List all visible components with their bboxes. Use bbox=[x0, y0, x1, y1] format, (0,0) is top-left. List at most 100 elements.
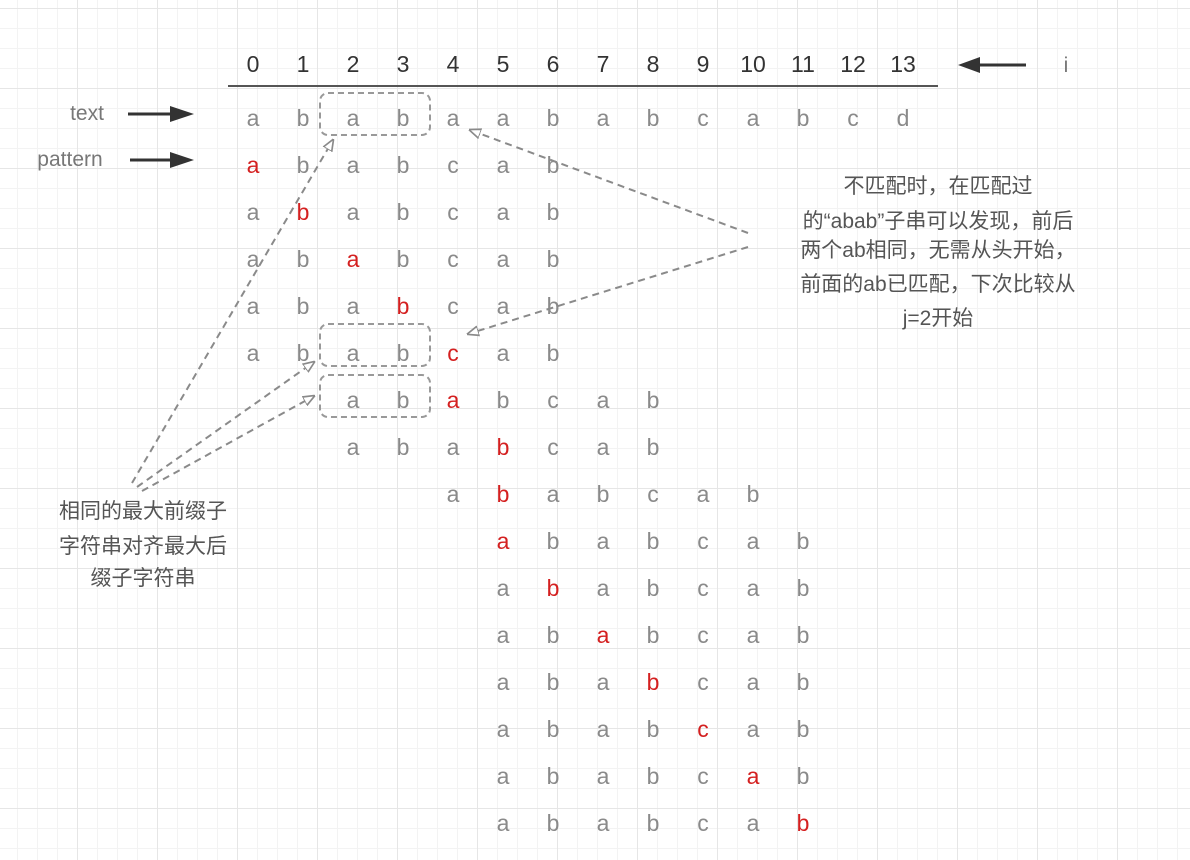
index-12: 12 bbox=[840, 51, 866, 77]
left-note: 相同的最大前缀子 字符串对齐最大后 缀子字符串 bbox=[59, 500, 227, 590]
index-6: 6 bbox=[547, 51, 560, 77]
pattern-char: a bbox=[247, 246, 260, 272]
pattern-char: c bbox=[547, 387, 559, 413]
index-13: 13 bbox=[890, 51, 916, 77]
left-arrow-2 bbox=[136, 362, 314, 488]
pattern-char: a bbox=[447, 481, 460, 507]
pattern-char: a bbox=[747, 622, 760, 648]
pattern-char: b bbox=[397, 387, 410, 413]
index-1: 1 bbox=[297, 51, 310, 77]
pattern-char: c bbox=[697, 669, 709, 695]
pattern-char: c bbox=[447, 293, 459, 319]
pattern-char-compared: b bbox=[397, 293, 410, 319]
left-note-line-1: 相同的最大前缀子 bbox=[59, 500, 227, 523]
right-note-line-1: 不匹配时，在匹配过 bbox=[844, 175, 1033, 198]
pattern-char-compared: b bbox=[547, 575, 560, 601]
left-arrow-3 bbox=[141, 396, 314, 492]
pattern-char: a bbox=[497, 669, 510, 695]
pattern-char: b bbox=[497, 387, 510, 413]
pattern-char: a bbox=[497, 152, 510, 178]
pattern-char: a bbox=[747, 810, 760, 836]
pattern-char: b bbox=[647, 387, 660, 413]
pattern-char: a bbox=[497, 763, 510, 789]
pattern-char: c bbox=[697, 528, 709, 554]
pattern-char-compared: b bbox=[297, 199, 310, 225]
pattern-char: a bbox=[597, 763, 610, 789]
index-0: 0 bbox=[247, 51, 260, 77]
index-11: 11 bbox=[791, 51, 815, 77]
pattern-char: a bbox=[497, 810, 510, 836]
pattern-char: c bbox=[697, 763, 709, 789]
pattern-char: b bbox=[397, 199, 410, 225]
pattern-char: a bbox=[247, 199, 260, 225]
pattern-char: b bbox=[547, 293, 560, 319]
index-3: 3 bbox=[397, 51, 410, 77]
pattern-char-compared: b bbox=[797, 810, 810, 836]
pattern-char-compared: a bbox=[497, 528, 510, 554]
pattern-char: b bbox=[297, 293, 310, 319]
pattern-char: a bbox=[347, 199, 360, 225]
pattern-char: a bbox=[597, 528, 610, 554]
pattern-char: a bbox=[497, 293, 510, 319]
pattern-arrow-head bbox=[170, 152, 194, 168]
text-char: c bbox=[847, 105, 859, 131]
text-char: a bbox=[747, 105, 760, 131]
pattern-char: a bbox=[497, 575, 510, 601]
pattern-char: b bbox=[547, 716, 560, 742]
pattern-char: b bbox=[297, 340, 310, 366]
pattern-char-compared: a bbox=[597, 622, 610, 648]
pattern-char: b bbox=[397, 246, 410, 272]
suffix-box-pattern bbox=[319, 323, 431, 367]
text-char: b bbox=[297, 105, 310, 131]
pattern-char: c bbox=[647, 481, 659, 507]
pattern-char: b bbox=[547, 669, 560, 695]
pattern-char: a bbox=[247, 293, 260, 319]
pattern-char-compared: a bbox=[747, 763, 760, 789]
pattern-char: b bbox=[797, 763, 810, 789]
text-char: b bbox=[647, 105, 660, 131]
pattern-char: c bbox=[697, 810, 709, 836]
pattern-label: pattern bbox=[37, 148, 102, 171]
index-8: 8 bbox=[647, 51, 660, 77]
pattern-char-compared: b bbox=[497, 481, 510, 507]
pattern-char: a bbox=[497, 246, 510, 272]
pattern-char: a bbox=[597, 387, 610, 413]
text-char: a bbox=[447, 105, 460, 131]
index-7: 7 bbox=[597, 51, 610, 77]
text-char: b bbox=[397, 105, 410, 131]
pattern-char: a bbox=[597, 716, 610, 742]
pattern-char: b bbox=[647, 622, 660, 648]
pattern-char: b bbox=[547, 528, 560, 554]
pattern-char: b bbox=[547, 763, 560, 789]
pattern-char: b bbox=[647, 434, 660, 460]
pattern-char: c bbox=[447, 199, 459, 225]
index-10: 10 bbox=[740, 51, 766, 77]
text-char: b bbox=[797, 105, 810, 131]
prefix-box-shifted bbox=[319, 374, 431, 418]
pattern-char: b bbox=[547, 622, 560, 648]
pattern-char: a bbox=[347, 340, 360, 366]
pattern-char: a bbox=[247, 340, 260, 366]
pattern-char: c bbox=[547, 434, 559, 460]
pattern-char: a bbox=[697, 481, 710, 507]
i-arrow-head bbox=[958, 57, 980, 73]
pattern-char: b bbox=[597, 481, 610, 507]
pattern-char: b bbox=[647, 716, 660, 742]
pattern-char: b bbox=[397, 340, 410, 366]
pattern-char: a bbox=[747, 575, 760, 601]
pattern-char: b bbox=[397, 434, 410, 460]
pattern-char: a bbox=[747, 669, 760, 695]
pattern-char: c bbox=[447, 152, 459, 178]
left-arrow-1 bbox=[131, 140, 333, 484]
left-note-line-3: 缀子字符串 bbox=[91, 567, 196, 590]
pattern-char: c bbox=[697, 575, 709, 601]
pattern-char: b bbox=[297, 246, 310, 272]
text-char: a bbox=[497, 105, 510, 131]
